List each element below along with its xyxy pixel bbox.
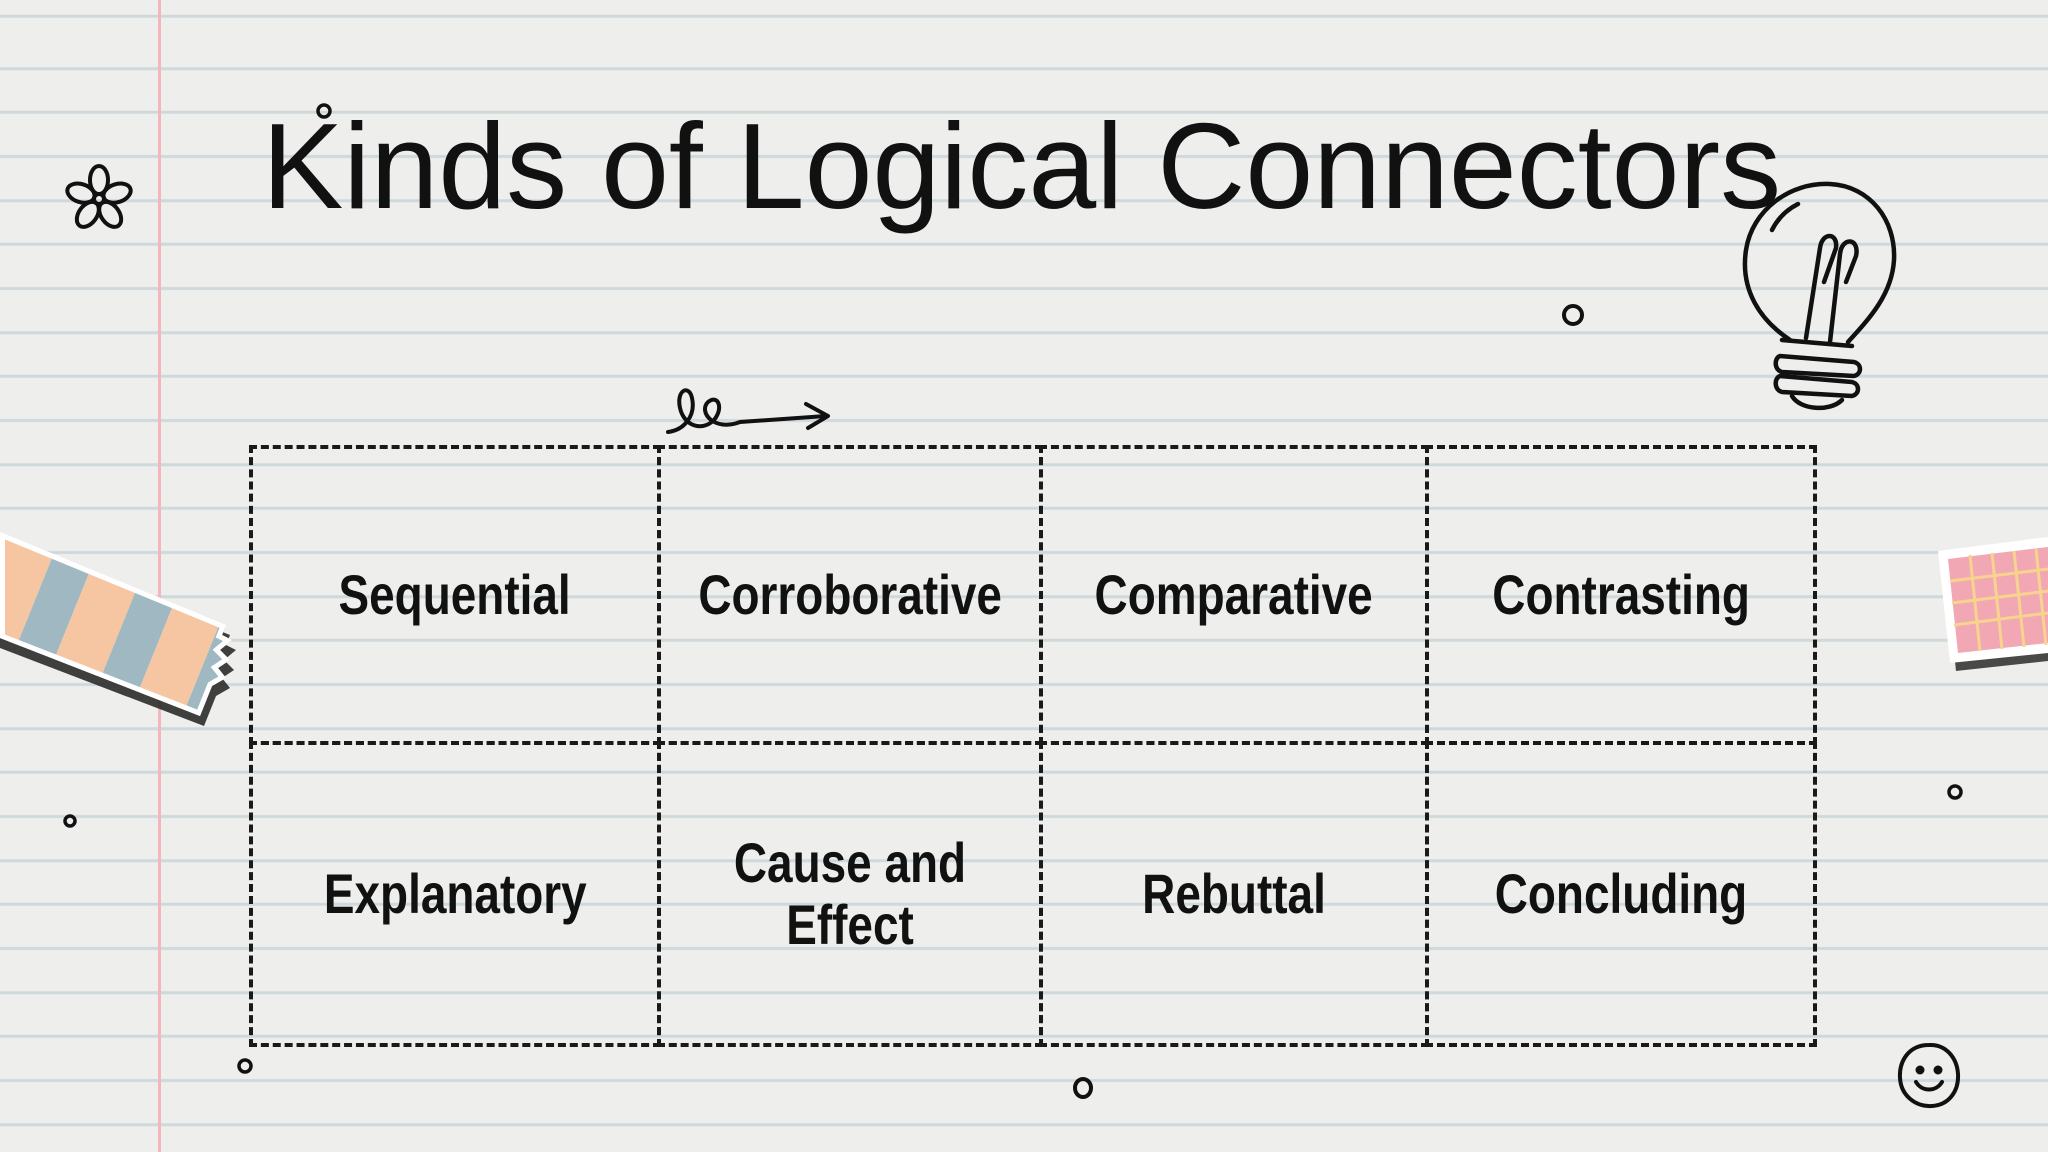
small-circle-icon xyxy=(63,814,77,828)
connector-cell-contrasting: Contrasting xyxy=(1425,445,1817,745)
connector-cell-concluding: Concluding xyxy=(1425,741,1817,1047)
curly-arrow-icon xyxy=(666,388,830,434)
small-circle-icon xyxy=(1947,784,1963,800)
connector-label: Contrasting xyxy=(1492,563,1750,627)
connectors-table: Sequential Corroborative Comparative Con… xyxy=(249,445,1817,1047)
smiley-face-icon xyxy=(1897,1042,1961,1109)
connector-cell-corroborative: Corroborative xyxy=(657,445,1043,745)
slide-title: Kinds of Logical Connectors xyxy=(262,98,1782,234)
connector-cell-rebuttal: Rebuttal xyxy=(1039,741,1429,1047)
washi-tape-striped xyxy=(0,532,236,726)
connector-label: Comparative xyxy=(1094,563,1374,627)
connector-label: Sequential xyxy=(338,563,572,627)
connector-label: Rebuttal xyxy=(1142,862,1326,926)
connector-label: Concluding xyxy=(1494,862,1748,926)
flower-icon xyxy=(65,164,133,229)
connector-label: Explanatory xyxy=(323,862,587,926)
connector-label: Corroborative xyxy=(698,563,1002,627)
connector-cell-explanatory: Explanatory xyxy=(249,741,661,1047)
small-circle-icon xyxy=(1562,304,1584,326)
notebook-margin-line xyxy=(158,0,161,1152)
connector-cell-sequential: Sequential xyxy=(249,445,661,745)
washi-tape-grid xyxy=(1938,537,2048,671)
connector-label: Cause and Effect xyxy=(733,831,967,956)
connector-cell-comparative: Comparative xyxy=(1039,445,1429,745)
small-circle-icon xyxy=(1073,1077,1093,1099)
connector-cell-cause-and-effect: Cause and Effect xyxy=(657,741,1043,1047)
small-circle-icon xyxy=(237,1058,253,1074)
